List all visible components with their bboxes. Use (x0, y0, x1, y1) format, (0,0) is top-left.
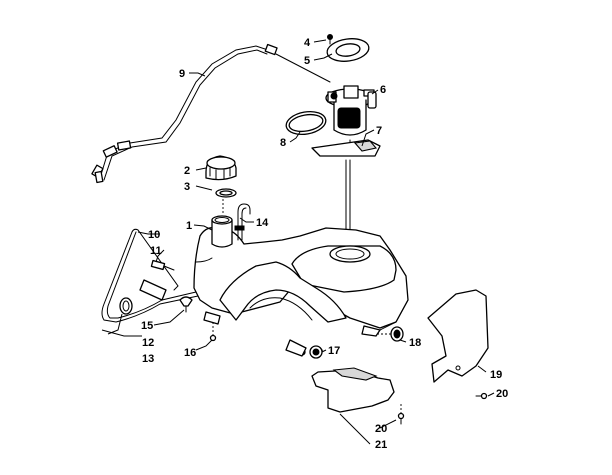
fuel-cap-part-2 (205, 155, 237, 181)
callout-7: 7 (376, 125, 382, 137)
gasket-part-8 (285, 110, 327, 136)
callout-20-right: 20 (496, 388, 508, 400)
callout-2: 2 (184, 165, 190, 177)
callout-4: 4 (304, 37, 311, 49)
callout-21: 21 (375, 439, 387, 451)
callout-17: 17 (328, 345, 340, 357)
callout-16: 16 (184, 347, 196, 359)
callout-10: 10 (148, 229, 160, 241)
fuel-line-part-9 (91, 43, 331, 184)
callout-13: 13 (142, 353, 154, 365)
fastener-part-16 (209, 334, 217, 342)
cap-seal-part-3 (215, 188, 237, 198)
callout-14: 14 (256, 217, 269, 229)
vent-hose-part-14 (234, 203, 251, 241)
grommet-part-17 (309, 345, 323, 359)
fuel-tank-part-1 (193, 215, 409, 357)
fuel-gauge-float-part-7 (311, 139, 381, 157)
callout-6: 6 (380, 84, 386, 96)
callout-15: 15 (141, 320, 153, 332)
callout-8: 8 (280, 137, 286, 149)
callout-18: 18 (409, 337, 421, 349)
screw-part-20-bottom (397, 412, 405, 425)
callout-9: 9 (179, 68, 185, 80)
callout-3: 3 (184, 181, 190, 193)
callout-5: 5 (304, 55, 310, 67)
screw-part-4 (327, 34, 333, 45)
callout-1: 1 (186, 220, 192, 232)
lower-heat-shield-part-21 (311, 367, 395, 413)
rivet-part-15 (179, 296, 193, 313)
callout-11: 11 (150, 245, 162, 257)
leader-lines (101, 39, 495, 445)
callout-labels: 1 2 3 4 5 6 7 8 9 10 11 12 13 14 15 16 1… (141, 37, 508, 451)
fuel-pump-part-6 (325, 85, 377, 149)
heat-shield-part-19 (427, 289, 489, 383)
retaining-ring-part-5 (326, 38, 370, 62)
grommet-part-18 (390, 326, 404, 342)
screw-part-20-right (475, 392, 488, 400)
callout-12: 12 (142, 337, 154, 349)
callout-19: 19 (490, 369, 502, 381)
strap-assembly-parts-10-13 (101, 228, 199, 323)
callout-20-bottom: 20 (375, 423, 387, 435)
